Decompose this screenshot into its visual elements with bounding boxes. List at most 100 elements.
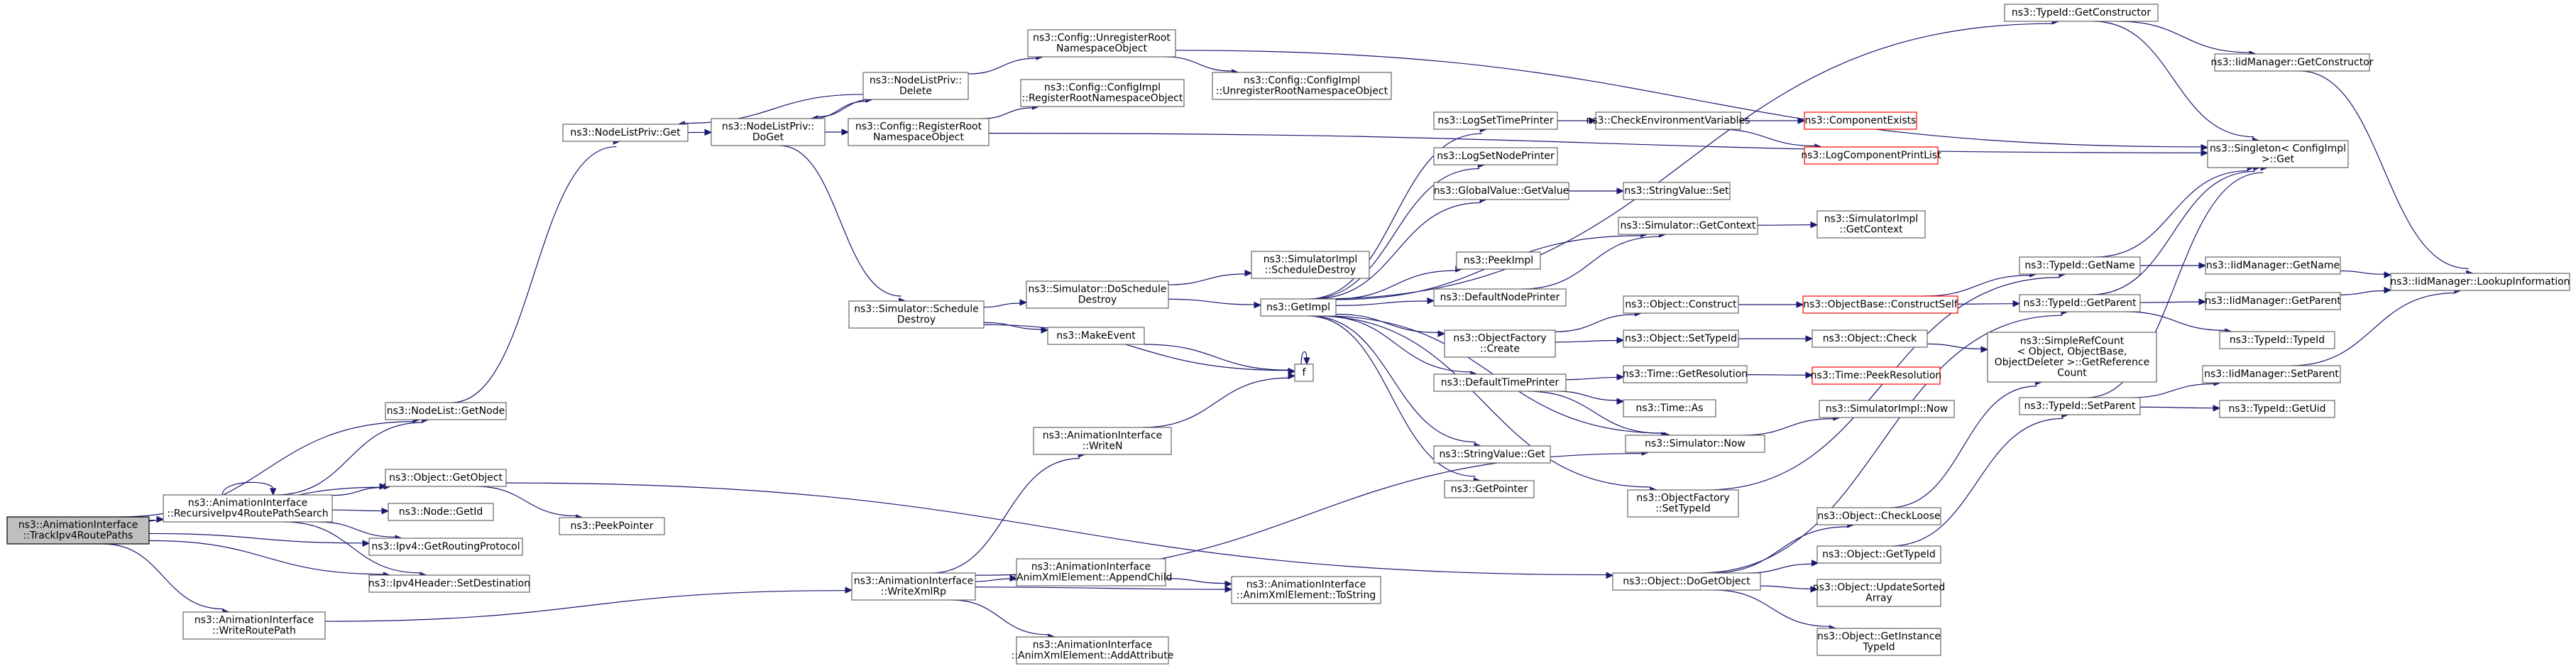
node-logsettimeprinter[interactable]: ns3::LogSetTimePrinter bbox=[1433, 111, 1558, 130]
node-makeevent[interactable]: ns3::MakeEvent bbox=[1047, 327, 1145, 345]
node-writen[interactable]: ns3::AnimationInterface::WriteN bbox=[1033, 427, 1172, 455]
edge-line bbox=[1309, 315, 1476, 443]
node-ipv4hdr-setdest[interactable]: ns3::Ipv4Header::SetDestination bbox=[368, 574, 530, 593]
node-simimpl-getcontext[interactable]: ns3::SimulatorImpl::GetContext bbox=[1816, 210, 1926, 239]
node-simplerefcount[interactable]: ns3::SimpleRefCount< Object, ObjectBase,… bbox=[1987, 332, 2157, 383]
node-nlp-doget[interactable]: ns3::NodeListPriv::DoGet bbox=[711, 118, 826, 146]
node-componentexists[interactable]: ns3::ComponentExists bbox=[1804, 111, 1917, 130]
edge-line bbox=[148, 540, 384, 575]
edge-line bbox=[1175, 50, 2202, 148]
node-obj-construct[interactable]: ns3::Object::Construct bbox=[1623, 295, 1739, 314]
node-getimpl[interactable]: ns3::GetImpl bbox=[1260, 298, 1337, 317]
node-peekpointer[interactable]: ns3::PeekPointer bbox=[559, 517, 665, 535]
node-label: ns3::ObjectFactory bbox=[1453, 333, 1546, 344]
edge-line bbox=[103, 543, 224, 610]
node-iidmgr-getname[interactable]: ns3::IidManager::GetName bbox=[2205, 256, 2341, 275]
node-label: ns3::SimulatorImpl bbox=[1824, 214, 1919, 225]
node-logsetnodeprinter[interactable]: ns3::LogSetNodePrinter bbox=[1433, 147, 1558, 165]
node-typeid-getname[interactable]: ns3::TypeId::GetName bbox=[2019, 256, 2141, 275]
node-obj-getobject[interactable]: ns3::Object::GetObject bbox=[385, 469, 507, 487]
edge-arrowhead bbox=[1805, 371, 1814, 379]
node-addattribute[interactable]: ns3::AnimationInterface::AnimXmlElement:… bbox=[1012, 636, 1174, 665]
node-nlp-delete[interactable]: ns3::NodeListPriv::Delete bbox=[862, 72, 969, 100]
node-obj-settypeid[interactable]: ns3::Object::SetTypeId bbox=[1623, 329, 1739, 348]
node-box bbox=[1433, 288, 1567, 307]
edge-line bbox=[2095, 170, 2249, 258]
node-checkenv[interactable]: ns3::CheckEnvironmentVariables bbox=[1586, 111, 1750, 130]
node-box bbox=[1047, 327, 1145, 345]
node-defaultnodeprinter[interactable]: ns3::DefaultNodePrinter bbox=[1433, 288, 1567, 307]
node-stringvalue-get[interactable]: ns3::StringValue::Get bbox=[1433, 445, 1551, 464]
node-cfg-regroot[interactable]: ns3::Config::RegisterRootNamespaceObject bbox=[848, 118, 990, 146]
node-peekimpl[interactable]: ns3::PeekImpl bbox=[1456, 251, 1541, 270]
node-label: ns3::ComponentExists bbox=[1805, 115, 1917, 126]
node-logcomponentprintlist[interactable]: ns3::LogComponentPrintList bbox=[1801, 146, 1941, 165]
node-time-peekresolution[interactable]: ns3::Time::PeekResolution bbox=[1811, 366, 1942, 385]
node-f[interactable]: f bbox=[1294, 364, 1314, 382]
edge-arrowhead bbox=[1437, 330, 1446, 337]
node-stringvalue-set[interactable]: ns3::StringValue::Set bbox=[1623, 182, 1731, 200]
node-write-routepath[interactable]: ns3::AnimationInterface::WriteRoutePath bbox=[182, 611, 326, 640]
node-label: ns3::GetPointer bbox=[1451, 484, 1528, 495]
edge bbox=[2117, 21, 2257, 58]
node-getpointer[interactable]: ns3::GetPointer bbox=[1444, 480, 1535, 498]
node-time-as[interactable]: ns3::Time::As bbox=[1623, 399, 1716, 418]
node-tostring[interactable]: ns3::AnimationInterface::AnimXmlElement:… bbox=[1231, 576, 1381, 604]
node-objfactory-settypeid[interactable]: ns3::ObjectFactory::SetTypeId bbox=[1627, 489, 1739, 518]
node-ipv4-getrouting[interactable]: ns3::Ipv4::GetRoutingProtocol bbox=[368, 538, 523, 556]
node-iidmgr-getconstructor[interactable]: ns3::IidManager::GetConstructor bbox=[2210, 53, 2374, 72]
node-typeid-setparent[interactable]: ns3::TypeId::SetParent bbox=[2019, 397, 2141, 415]
edge bbox=[1738, 335, 1814, 342]
edge bbox=[2090, 164, 2261, 295]
node-obj-gettypeid[interactable]: ns3::Object::GetTypeId bbox=[1816, 545, 1941, 564]
node-time-getresolution[interactable]: ns3::Time::GetResolution bbox=[1623, 365, 1748, 383]
edge-line bbox=[1555, 339, 1618, 343]
node-iidmgr-lookupinfo[interactable]: ns3::IidManager::LookupInformation bbox=[2390, 273, 2570, 291]
node-box bbox=[2219, 400, 2335, 418]
node-typeid-getuid[interactable]: ns3::TypeId::GetUid bbox=[2219, 400, 2335, 418]
node-obj-dogetobject[interactable]: ns3::Object::DoGetObject bbox=[1612, 572, 1761, 591]
node-defaulttimeprinter[interactable]: ns3::DefaultTimePrinter bbox=[1433, 373, 1567, 392]
node-objbase-constructself[interactable]: ns3::ObjectBase::ConstructSelf bbox=[1802, 295, 1958, 314]
node-sim-schedule-destroy[interactable]: ns3::Simulator::ScheduleDestroy bbox=[848, 300, 985, 329]
node-appendchild[interactable]: ns3::AnimationInterface::AnimXmlElement:… bbox=[1010, 558, 1173, 587]
node-label: ns3::Ipv4Header::SetDestination bbox=[368, 578, 530, 589]
node-sim-getcontext[interactable]: ns3::Simulator::GetContext bbox=[1618, 217, 1758, 235]
node-cfgimpl-reg[interactable]: ns3::Config::ConfigImpl::RegisterRootNam… bbox=[1020, 79, 1185, 107]
node-objfactory-create[interactable]: ns3::ObjectFactory::Create bbox=[1444, 329, 1556, 358]
node-nlp-get[interactable]: ns3::NodeListPriv::Get bbox=[562, 124, 689, 142]
node-node-getid[interactable]: ns3::Node::GetId bbox=[388, 503, 494, 521]
node-label: ns3::AnimationInterface bbox=[1246, 579, 1366, 591]
node-typeid-getparent[interactable]: ns3::TypeId::GetParent bbox=[2019, 294, 2141, 312]
node-typeid-getconstructor[interactable]: ns3::TypeId::GetConstructor bbox=[2004, 4, 2159, 22]
node-label: ns3::PeekPointer bbox=[571, 520, 654, 532]
node-iidmgr-getparent[interactable]: ns3::IidManager::GetParent bbox=[2205, 292, 2341, 310]
node-box bbox=[1612, 572, 1761, 591]
node-iidmgr-setparent[interactable]: ns3::IidManager::SetParent bbox=[2202, 365, 2341, 383]
node-obj-check[interactable]: ns3::Object::Check bbox=[1812, 329, 1928, 348]
node-box bbox=[163, 494, 333, 523]
node-obj-checkloose[interactable]: ns3::Object::CheckLoose bbox=[1816, 507, 1941, 525]
node-simimpl-schedule-destroy[interactable]: ns3::SimulatorImpl::ScheduleDestroy bbox=[1251, 251, 1370, 279]
edge bbox=[1335, 313, 1446, 337]
node-writexmlrp[interactable]: ns3::AnimationInterface::WriteXmlRp bbox=[851, 572, 976, 601]
node-simimpl-now[interactable]: ns3::SimulatorImpl::Now bbox=[1819, 400, 1955, 418]
node-nl-getnode[interactable]: ns3::NodeList::GetNode bbox=[385, 402, 507, 420]
node-label: ::ScheduleDestroy bbox=[1265, 265, 1356, 276]
node-cfg-unregroot[interactable]: ns3::Config::UnregisterRootNamespaceObje… bbox=[1027, 29, 1176, 58]
edge bbox=[2299, 70, 2474, 277]
node-singleton-get[interactable]: ns3::Singleton< ConfigImpl >::Get bbox=[2207, 140, 2349, 168]
edge-arrowhead bbox=[2200, 143, 2209, 151]
node-cfgimpl-unreg[interactable]: ns3::Config::ConfigImpl::UnregisterRootN… bbox=[1212, 72, 1392, 100]
edge-line bbox=[1555, 314, 1635, 332]
node-typeid-typeid[interactable]: ns3::TypeId::TypeId bbox=[2219, 331, 2335, 349]
node-label: ns3::AnimationInterface bbox=[188, 498, 308, 509]
node-sim-now[interactable]: ns3::Simulator::Now bbox=[1625, 435, 1765, 453]
node-globalvalue-getvalue[interactable]: ns3::GlobalValue::GetValue bbox=[1433, 182, 1569, 200]
node-recursive[interactable]: ns3::AnimationInterface::RecursiveIpv4Ro… bbox=[163, 494, 333, 523]
node-root[interactable]: ns3::AnimationInterface::TrackIpv4RouteP… bbox=[6, 516, 150, 545]
